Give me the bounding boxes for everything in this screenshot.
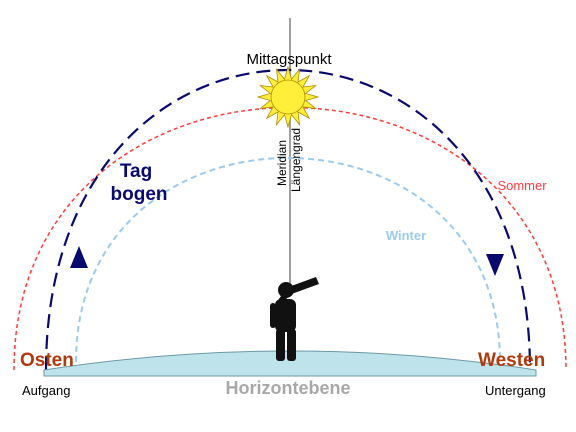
- horizon-plane: [43, 350, 537, 377]
- winter-arc: [75, 157, 501, 363]
- sun-icon: [256, 65, 320, 129]
- sun-core: [270, 79, 306, 115]
- zenith-label: Mittagspunkt: [246, 51, 332, 68]
- meridian-label: Meridian: [275, 140, 289, 186]
- summer-label: Sommer: [497, 178, 547, 193]
- observer-with-telescope-icon: [270, 277, 319, 361]
- day-arc-arrow-down: [486, 254, 504, 276]
- east-label: Osten: [20, 350, 74, 371]
- day-arc-arrow-up: [70, 246, 88, 268]
- summer-arc: [13, 106, 567, 371]
- longitude-label: Längengrad: [289, 128, 303, 192]
- day-arc-label-line2: bogen: [111, 184, 168, 205]
- sunrise-label: Aufgang: [22, 383, 70, 398]
- sunset-label: Untergang: [485, 383, 546, 398]
- west-label: Westen: [478, 350, 545, 371]
- day-arc-label-line1: Tag: [120, 161, 152, 182]
- winter-label: Winter: [386, 228, 426, 243]
- horizon-label: Horizontebene: [225, 378, 350, 398]
